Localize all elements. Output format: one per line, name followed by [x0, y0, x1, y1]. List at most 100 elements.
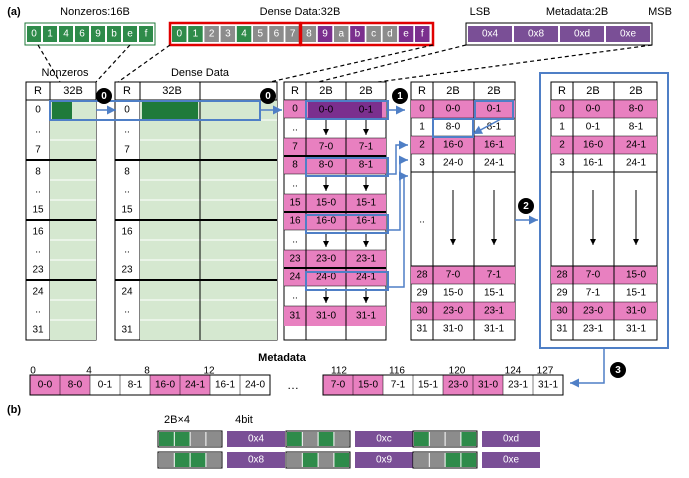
- legend-block: [159, 432, 174, 446]
- step-badge-2: [518, 198, 534, 214]
- row-label: 24: [121, 287, 133, 298]
- row-label: 0: [124, 105, 130, 116]
- swap-arrow: [472, 118, 502, 135]
- row-label: 3: [419, 158, 425, 169]
- step-badge-3: [610, 362, 626, 378]
- dense-cell-label: 0: [176, 29, 182, 40]
- byte-index: 116: [389, 366, 405, 377]
- legend-4bit-label: 4bit: [235, 414, 253, 426]
- nonzero-cell-label: f: [145, 29, 148, 40]
- dense-table-title: Dense Data: [171, 67, 230, 79]
- row-label: 31: [32, 325, 44, 336]
- lsb-label: LSB: [470, 6, 491, 18]
- col-header: 2B: [446, 85, 459, 97]
- nonzeros-strip: [24, 22, 156, 46]
- legend-block: [318, 432, 334, 446]
- legend-code-label: 0xe: [503, 455, 520, 466]
- meta-byte-label: 31-1: [538, 380, 558, 391]
- cell-label: 0-0: [586, 104, 601, 115]
- nonzeros-table-title: Nonzeros: [41, 67, 89, 79]
- legend-block: [445, 432, 461, 446]
- nonzeros-title: Nonzeros:16B: [60, 6, 130, 18]
- dense-block: [140, 280, 277, 340]
- dense-cell: [188, 26, 203, 42]
- legend-code-label: 0x4: [248, 434, 265, 445]
- legend-block: [190, 432, 206, 446]
- nonzero-cell-label: 0: [31, 29, 37, 40]
- row-label: 15: [289, 198, 301, 209]
- meta-byte-label: 8-0: [68, 380, 83, 391]
- col-header: 2B: [629, 85, 642, 97]
- group-highlight-box: [305, 271, 389, 291]
- cell-label: 23-0: [583, 306, 603, 317]
- cell-label: 24-1: [484, 158, 504, 169]
- metadata-strip: [465, 22, 653, 46]
- cell-label: 7-0: [586, 270, 601, 281]
- dense-cell-label: 3: [225, 29, 231, 40]
- group-highlight-box: [305, 214, 389, 234]
- byte-index: 4: [86, 366, 92, 377]
- row-label: 0: [292, 104, 298, 115]
- nonzero-cell: [59, 26, 73, 42]
- dense-cell: [350, 26, 365, 42]
- metadata-cell: [514, 26, 558, 42]
- nonzero-cell-label: 4: [63, 29, 69, 40]
- dense-cell: [172, 26, 187, 42]
- cell-label: 24-1: [626, 140, 646, 151]
- pink-row: [284, 212, 386, 230]
- row-label: 31: [289, 311, 301, 322]
- dense-cell-label: d: [387, 29, 393, 40]
- col-header: 2B: [359, 85, 372, 97]
- row-label: 15: [121, 205, 133, 216]
- legend-code-box: [482, 452, 540, 468]
- dense-cell: [382, 26, 398, 42]
- cell-label: 31-1: [484, 324, 504, 335]
- cell-label: 0-0: [446, 104, 461, 115]
- cell-label: 7-1: [359, 142, 374, 153]
- cell-label: 15-0: [443, 288, 463, 299]
- row-label: ..: [124, 305, 130, 316]
- pink-row: [551, 136, 657, 154]
- legend-block: [174, 432, 190, 446]
- dense-cell: [415, 26, 430, 42]
- legend-block: [334, 453, 350, 467]
- dense-cell-label: a: [338, 29, 344, 40]
- metadata-cell-label: 0x8: [528, 29, 545, 40]
- legend-block: [429, 453, 445, 467]
- row-label: ..: [124, 185, 130, 196]
- row-label: 16: [32, 227, 44, 238]
- step-badge-0b: [260, 88, 276, 104]
- cell-label: 24-1: [356, 272, 376, 283]
- pink-cell: [150, 375, 180, 395]
- nonzero-highlight: [52, 102, 72, 120]
- col-header: 32B: [162, 85, 182, 97]
- cell-label: 8-0: [446, 122, 461, 133]
- cell-label: 0-1: [359, 105, 374, 116]
- meta-byte-label: 7-1: [391, 380, 406, 391]
- cell-label: 23-0: [316, 254, 336, 265]
- meta-byte-label: 7-0: [331, 380, 346, 391]
- row-label: 2: [419, 140, 425, 151]
- row-label: 24: [32, 287, 44, 298]
- row-label: 24: [289, 272, 301, 283]
- nonzero-cell: [75, 26, 89, 42]
- cell-label: 23-1: [484, 306, 504, 317]
- row-label: 15: [32, 205, 44, 216]
- dense-title: Dense Data:32B: [260, 6, 341, 18]
- nonzeros-block: [50, 220, 96, 280]
- row-label: 16: [289, 216, 301, 227]
- row-label: 30: [556, 306, 568, 317]
- legend-2b4-label: 2B×4: [164, 414, 190, 426]
- projection-line: [117, 44, 171, 83]
- nonzero-cell-label: 9: [95, 29, 101, 40]
- legend-block: [287, 432, 302, 446]
- dense-cell-label: b: [355, 29, 361, 40]
- step-badge-label: 2: [523, 201, 529, 212]
- cell-label: 7-0: [319, 142, 334, 153]
- row-label: 7: [292, 142, 298, 153]
- pink-row: [284, 306, 386, 326]
- byte-index: 127: [537, 366, 554, 377]
- row-label: 0: [35, 105, 41, 116]
- meta-byte-label: 15-0: [358, 380, 378, 391]
- dense-cell-label: e: [403, 29, 409, 40]
